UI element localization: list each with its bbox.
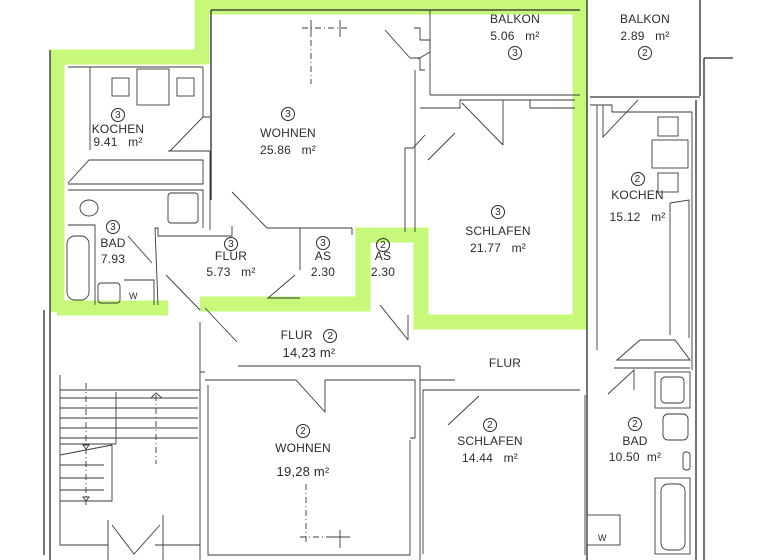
room-name: KOCHEN xyxy=(611,188,664,202)
room-name: WOHNEN xyxy=(260,126,316,140)
room-bad-unit3: 3 BAD 7.93 xyxy=(95,220,131,266)
room-schlafen-unit2: 2 SCHLAFEN 14.44 m² xyxy=(440,418,540,465)
room-area: 14,23 m² xyxy=(282,345,336,360)
room-name: BALKON xyxy=(490,12,540,26)
room-wohnen-unit3: 3 WOHNEN 25.86 m² xyxy=(243,107,333,157)
unit-number-badge: 2 xyxy=(366,238,400,252)
room-area: 2.30 xyxy=(370,265,396,279)
unit-number-badge: 2 xyxy=(600,172,675,186)
room-as-unit3: 3 AS 2.30 xyxy=(306,236,340,279)
unit-number-badge: 2 xyxy=(600,46,690,60)
room-name: BAD xyxy=(622,434,648,448)
room-name: AS xyxy=(314,249,332,263)
room-name-with-badge: FLUR 2 xyxy=(264,329,354,343)
room-balkon-unit2: BALKON 2.89 m² 2 xyxy=(600,13,690,60)
room-area: 2.30 xyxy=(310,265,336,279)
room-name: SCHLAFEN xyxy=(465,224,531,238)
room-area: 19,28 m² xyxy=(276,464,330,479)
room-name: BALKON xyxy=(620,12,670,26)
room-area: 2.89 m² xyxy=(620,29,670,43)
unit-3-highlight xyxy=(49,0,588,330)
room-name: BAD xyxy=(100,236,126,250)
room-name: KOCHEN xyxy=(91,122,145,136)
room-name: SCHLAFEN xyxy=(457,434,523,448)
room-area: 25.86 m² xyxy=(259,143,317,157)
unit-number-badge: 2 xyxy=(600,417,670,431)
room-area: 14.44 m² xyxy=(461,451,519,465)
unit-number-badge: 2 xyxy=(258,424,348,438)
room-area: 15.12 m² xyxy=(609,210,666,224)
room-as-unit2: 2 AS 2.30 xyxy=(366,238,400,279)
washer-label-unit2: W xyxy=(598,533,607,543)
unit-number-badge: 3 xyxy=(470,46,560,60)
unit-number-badge: 3 xyxy=(78,108,158,122)
room-area: 9.41 m² xyxy=(93,135,143,149)
room-area: 21.77 m² xyxy=(469,241,527,255)
room-flur-common: FLUR xyxy=(480,357,530,370)
room-flur-unit2: FLUR 2 14,23 m² xyxy=(264,329,354,359)
room-bad-unit2: 2 BAD 10.50 m² xyxy=(600,417,670,464)
room-kochen-unit2: 2 KOCHEN 15.12 m² xyxy=(600,172,675,224)
unit-number-badge: 3 xyxy=(306,236,340,250)
room-wohnen-unit2: 2 WOHNEN 19,28 m² xyxy=(258,424,348,478)
room-area: 7.93 xyxy=(100,252,126,266)
unit-2-walls xyxy=(59,99,693,560)
room-area: 5.06 m² xyxy=(490,29,540,43)
room-name: FLUR xyxy=(488,356,522,370)
room-name: WOHNEN xyxy=(275,441,331,455)
unit-number-badge: 2 xyxy=(440,418,540,432)
room-schlafen-unit3: 3 SCHLAFEN 21.77 m² xyxy=(448,205,548,255)
room-balkon-unit3: BALKON 5.06 m² 3 xyxy=(470,13,560,60)
unit-number-badge: 3 xyxy=(196,237,266,251)
unit-number-badge: 3 xyxy=(448,205,548,219)
unit-3-walls xyxy=(66,10,580,311)
unit-number-badge: 3 xyxy=(95,220,131,234)
room-name: FLUR xyxy=(214,249,248,263)
room-kochen-unit3: 3 KOCHEN 9.41 m² xyxy=(78,108,158,149)
room-area: 5.73 m² xyxy=(206,265,256,279)
room-name: AS xyxy=(374,249,392,263)
unit-number-badge: 3 xyxy=(243,107,333,121)
washer-label-unit3: W xyxy=(129,291,138,301)
room-flur-unit3: 3 FLUR 5.73 m² xyxy=(196,237,266,279)
room-area: 10.50 m² xyxy=(608,450,662,464)
